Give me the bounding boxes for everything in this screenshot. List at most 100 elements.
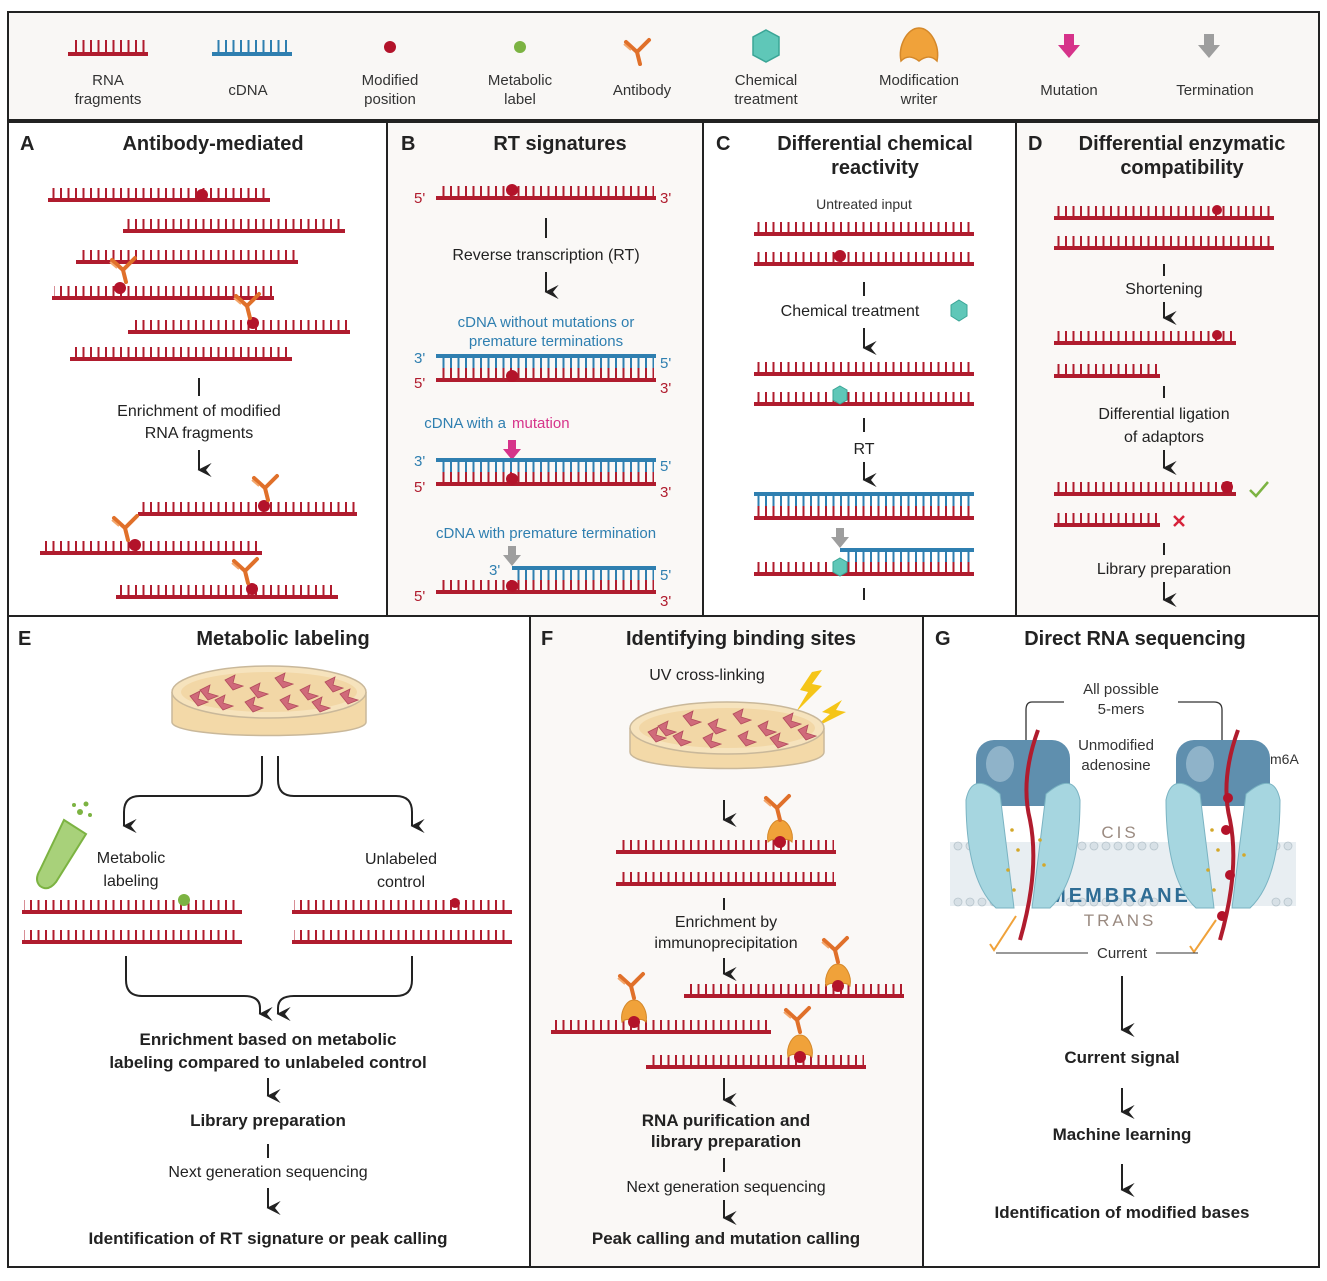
panel-a: A Antibody-mediated Enrichment of modifi… bbox=[20, 133, 357, 599]
panel-e-enrich-label-2: labeling compared to unlabeled control bbox=[109, 1053, 426, 1072]
panel-a-title: Antibody-mediated bbox=[122, 133, 303, 155]
legend-modified-label-1: Modified bbox=[362, 72, 419, 89]
cross-icon bbox=[1173, 515, 1185, 527]
panel-d-letter: D bbox=[1028, 133, 1042, 155]
panel-g-m6a-label: m6A bbox=[1270, 751, 1299, 767]
panel-e-control-label-1: Unlabeled bbox=[365, 851, 437, 868]
five-prime-label: 5' bbox=[414, 375, 425, 392]
panel-e-ident-label: Identification of RT signature or peak c… bbox=[89, 1229, 448, 1248]
legend-cdna-label: cDNA bbox=[228, 82, 267, 99]
panel-e-labeling-label-1: Metabolic bbox=[97, 850, 165, 867]
legend-chemical-label-1: Chemical bbox=[735, 72, 798, 89]
panel-g-unmod-label-1: Unmodified bbox=[1078, 737, 1154, 754]
panel-a-rna-fragments bbox=[48, 188, 350, 361]
panel-b-nomut-label-1: cDNA without mutations or bbox=[458, 314, 635, 331]
panel-g-signal-label: Current signal bbox=[1064, 1048, 1179, 1067]
legend-metabolic-label-1: Metabolic bbox=[488, 72, 553, 89]
panel-d: D Differential enzymatic compatibility S… bbox=[1028, 133, 1286, 607]
panel-a-letter: A bbox=[20, 133, 34, 155]
legend: RNA fragments cDNA Modified position Met… bbox=[68, 27, 1254, 108]
panel-c-chem-label: Chemical treatment bbox=[781, 303, 920, 320]
metabolic-label-legend-icon bbox=[514, 41, 526, 53]
five-prime-label: 5' bbox=[660, 567, 671, 584]
three-prime-label: 3' bbox=[414, 350, 425, 367]
panel-g-kmers-label-1: All possible bbox=[1083, 681, 1159, 698]
legend-rna-label-2: fragments bbox=[75, 91, 142, 108]
three-prime-label: 3' bbox=[660, 593, 671, 610]
termination-arrow-icon bbox=[831, 528, 849, 548]
cdna-legend-icon bbox=[212, 40, 292, 56]
legend-antibody-label: Antibody bbox=[613, 82, 672, 99]
panel-e-letter: E bbox=[18, 628, 31, 650]
chemical-treatment-legend-icon bbox=[752, 29, 780, 63]
panel-e-labeling-label-2: labeling bbox=[103, 873, 158, 890]
termination-arrow-icon bbox=[503, 546, 521, 566]
panel-e-title: Metabolic labeling bbox=[196, 628, 369, 650]
panel-e: E Metabolic labeling Metabolic labeling … bbox=[18, 628, 512, 1248]
mutation-arrow-icon bbox=[503, 440, 521, 460]
legend-termination-label: Termination bbox=[1176, 82, 1254, 99]
panel-b-mut-label-prefix: cDNA with a bbox=[424, 415, 506, 432]
panel-g-cis-label: CIS bbox=[1101, 823, 1138, 842]
panel-b-mut-label-word: mutation bbox=[512, 415, 570, 432]
modified-position-legend-icon bbox=[384, 41, 396, 53]
legend-mutation-label: Mutation bbox=[1040, 82, 1098, 99]
panel-d-ligation-label-2: of adaptors bbox=[1124, 429, 1204, 446]
five-prime-label: 5' bbox=[660, 458, 671, 475]
nanopore-left bbox=[965, 729, 1081, 952]
panel-c-untreated-label: Untreated input bbox=[816, 196, 912, 212]
panel-f-purif-label-2: library preparation bbox=[651, 1132, 801, 1151]
legend-writer-label-2: writer bbox=[900, 91, 938, 108]
petri-dish-icon bbox=[629, 701, 825, 770]
metabolic-label-dot bbox=[178, 894, 190, 906]
panel-f-uv-label: UV cross-linking bbox=[649, 667, 765, 684]
panel-g-trans-label: TRANS bbox=[1084, 911, 1157, 930]
panel-d-shortening-label: Shortening bbox=[1125, 281, 1202, 298]
uv-lightning-icon bbox=[814, 700, 846, 728]
mutation-arrow-legend-icon bbox=[1058, 34, 1080, 58]
panel-a-modified-dot bbox=[196, 189, 208, 201]
panel-d-title-2: compatibility bbox=[1120, 157, 1244, 179]
panel-f: F Identifying binding sites UV cross-lin… bbox=[541, 628, 904, 1248]
termination-arrow-legend-icon bbox=[1198, 34, 1220, 58]
uv-lightning-icon bbox=[796, 670, 822, 712]
legend-box bbox=[7, 11, 1320, 121]
panel-c-title-2: reactivity bbox=[831, 157, 920, 179]
panel-b-term-label: cDNA with premature termination bbox=[436, 525, 656, 542]
panel-d-lib-label: Library preparation bbox=[1097, 561, 1231, 578]
panel-d-title-1: Differential enzymatic bbox=[1079, 133, 1286, 155]
panel-b: B RT signatures 5' 3' Reverse transcript… bbox=[401, 133, 671, 610]
three-prime-label: 3' bbox=[414, 453, 425, 470]
panel-g-ident-label: Identification of modified bases bbox=[994, 1203, 1249, 1222]
three-prime-label: 3' bbox=[489, 562, 500, 579]
legend-chemical-label-2: treatment bbox=[734, 91, 798, 108]
five-prime-label: 5' bbox=[414, 479, 425, 496]
legend-rna-label-1: RNA bbox=[92, 72, 124, 89]
panel-b-rt-label: Reverse transcription (RT) bbox=[452, 247, 639, 264]
three-prime-label: 3' bbox=[660, 190, 671, 207]
panel-g-ml-label: Machine learning bbox=[1053, 1125, 1192, 1144]
legend-writer-label-1: Modification bbox=[879, 72, 959, 89]
panel-f-title: Identifying binding sites bbox=[626, 628, 856, 650]
panel-g-current-label: Current bbox=[1097, 945, 1148, 962]
panel-e-control-label-2: control bbox=[377, 874, 425, 891]
panel-e-lib-label: Library preparation bbox=[190, 1111, 346, 1130]
panel-g-membrane-label: MEMBRANE bbox=[1049, 885, 1191, 907]
panel-g-letter: G bbox=[935, 628, 951, 650]
panel-a-step-label-2: RNA fragments bbox=[145, 425, 253, 442]
panel-g-title: Direct RNA sequencing bbox=[1024, 628, 1246, 650]
panel-c-rt-label: RT bbox=[853, 441, 874, 458]
chemical-treatment-icon bbox=[950, 299, 968, 322]
rna-fragments-legend-icon bbox=[68, 40, 148, 56]
five-prime-label: 5' bbox=[660, 355, 671, 372]
panel-f-enrich-label-2: immunoprecipitation bbox=[654, 935, 797, 952]
panel-e-ngs-label: Next generation sequencing bbox=[168, 1164, 367, 1181]
panel-g: G Direct RNA sequencing All possible 5-m… bbox=[935, 628, 1299, 1222]
panel-a-modified-dot bbox=[114, 282, 126, 294]
panel-a-step-label-1: Enrichment of modified bbox=[117, 403, 281, 420]
three-prime-label: 3' bbox=[660, 484, 671, 501]
panel-f-letter: F bbox=[541, 628, 553, 650]
panel-c-title-1: Differential chemical bbox=[777, 133, 973, 155]
panel-b-nomut-label-2: premature terminations bbox=[469, 333, 623, 350]
panel-e-enrich-label-1: Enrichment based on metabolic bbox=[140, 1030, 397, 1049]
